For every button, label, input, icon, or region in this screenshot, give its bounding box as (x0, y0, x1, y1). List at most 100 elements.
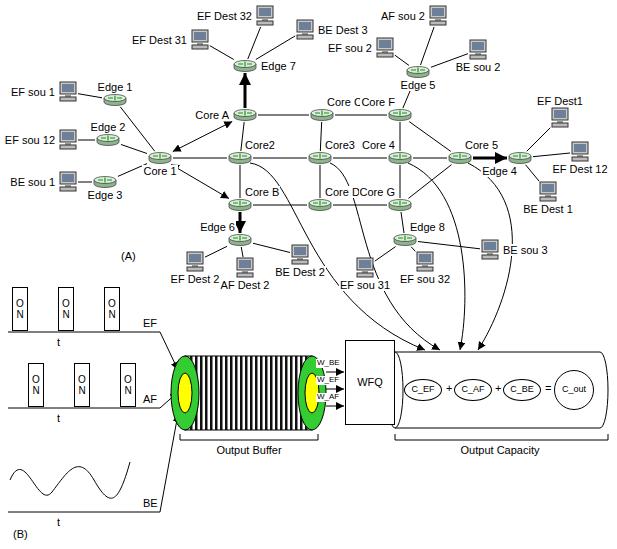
computer-base (552, 123, 568, 127)
screen (294, 247, 306, 255)
figure-label: Output Buffer (215, 444, 282, 456)
link-line (395, 55, 409, 65)
figure-label: + (445, 382, 453, 394)
link-line (205, 246, 227, 257)
monitor (237, 258, 253, 270)
router-arrows (393, 111, 407, 116)
host-computer: EF Dest 31 (191, 30, 209, 50)
monitor (292, 245, 308, 257)
link-line (78, 140, 95, 141)
link-line (253, 158, 307, 159)
node-label: BE Dest 3 (317, 24, 369, 36)
figure-label: (A) (120, 250, 137, 262)
computer-base (187, 267, 203, 271)
capacity-ellipse: C_BE (503, 379, 541, 401)
host-computer: BE sou 2 (469, 40, 487, 60)
screen (194, 32, 206, 40)
router-icon (388, 152, 412, 164)
router-node: Core B (228, 199, 252, 211)
on-pulse: ON (12, 287, 28, 331)
screen (62, 174, 74, 182)
bold-arrow (244, 73, 247, 108)
monitor (192, 30, 208, 42)
router-arrows (233, 236, 247, 241)
host-computer: EF Dest 2 (186, 252, 204, 272)
monitor (430, 6, 446, 18)
node-label: EF Dest1 (536, 95, 584, 107)
figure-label: t (56, 336, 61, 348)
router-node: Core2 (228, 152, 252, 164)
router-arrows (411, 68, 425, 73)
monitor (297, 20, 313, 32)
computer-base (297, 35, 313, 39)
router-node: Core G (388, 199, 412, 211)
link-line (418, 242, 480, 249)
computer-icon (356, 258, 374, 278)
host-computer: AF Dest 2 (236, 258, 254, 278)
link-line (533, 153, 570, 157)
router-icon (406, 66, 430, 78)
link-line (253, 243, 290, 252)
router-icon (393, 234, 417, 246)
router-node: Edge 4 (508, 152, 532, 164)
router-arrows (513, 154, 527, 159)
capacity-pipe (395, 352, 608, 428)
flow-curve (408, 163, 465, 350)
figure-label: AF (142, 393, 158, 405)
computer-icon (59, 82, 77, 102)
node-label: Core2 (244, 139, 276, 151)
router-top (97, 135, 119, 142)
flow-curve (468, 163, 512, 350)
computer-base (417, 267, 433, 271)
computer-base (377, 53, 393, 57)
buffer-core (178, 373, 192, 413)
node-label: Core F (360, 96, 396, 108)
router-icon (228, 199, 252, 211)
host-computer: EF sou 1 (59, 82, 77, 102)
bold-arrow (239, 212, 242, 233)
host-computer: EF Dest 32 (256, 6, 274, 26)
box-text: C_AF (460, 385, 485, 395)
monitor (357, 258, 373, 270)
link-line (258, 115, 309, 116)
router-arrows (393, 154, 407, 159)
link-line (78, 182, 92, 183)
on-pulse: ON (120, 363, 136, 407)
bracket (180, 434, 318, 440)
computer-icon (429, 6, 447, 26)
router-icon (93, 176, 117, 188)
computer-icon (416, 252, 434, 272)
router-node: Core 1 (148, 152, 172, 164)
node-label: Core3 (324, 139, 356, 151)
computer-icon (186, 252, 204, 272)
buffer-body (185, 356, 312, 430)
router-arrows (393, 201, 407, 206)
link-line (420, 27, 434, 65)
node-label: EF sou 12 (4, 134, 56, 146)
figure-label: W_AF (316, 393, 340, 402)
computer-base (357, 273, 373, 277)
box-text: ON (77, 374, 87, 396)
figure-label: EF (142, 317, 158, 329)
router-node: Core 5 (448, 152, 472, 164)
link-line (408, 165, 451, 199)
host-computer: EF Dest 12 (571, 142, 589, 162)
link-line (527, 128, 551, 152)
link-line (320, 122, 321, 151)
host-computer: EF sou 2 (376, 38, 394, 58)
link-line (256, 36, 295, 60)
router-node: Core3 (308, 152, 332, 164)
router-top (234, 61, 256, 68)
computer-icon (481, 240, 499, 260)
node-label: EF Dest 31 (131, 34, 188, 46)
host-computer: EF sou 31 (356, 258, 374, 278)
router-node: Core A (233, 109, 257, 121)
link-line (171, 165, 229, 199)
router-icon (96, 134, 120, 146)
node-label: Edge 2 (90, 121, 127, 133)
wfq-box: WFQ (345, 340, 395, 425)
router-top (311, 110, 333, 117)
monitor (552, 108, 568, 120)
router-arrows (153, 154, 167, 159)
